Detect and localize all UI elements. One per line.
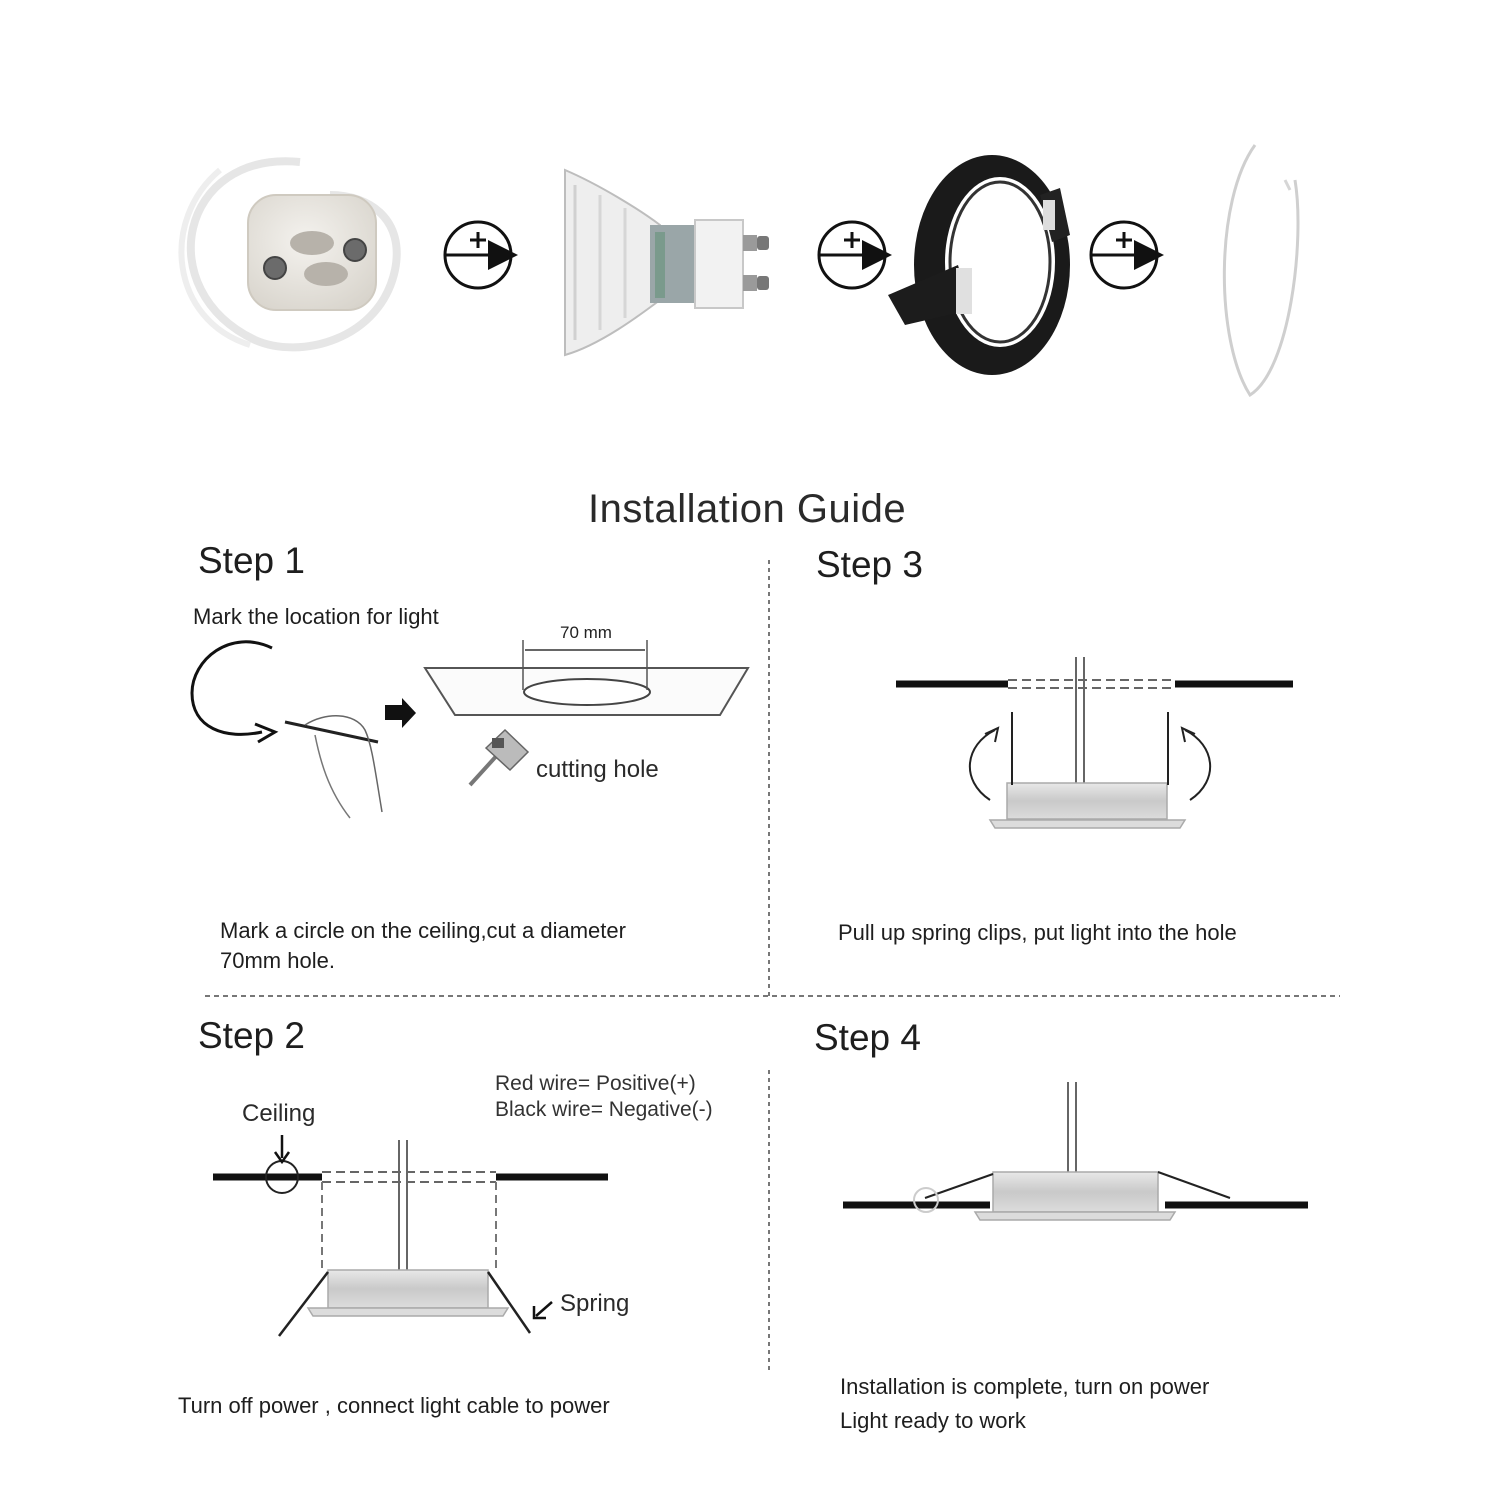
step3-heading: Step 3: [816, 544, 923, 585]
step1-instruction: Mark the location for light: [193, 604, 439, 629]
plus-arrow-icon: [1089, 220, 1164, 290]
spring-label: Spring: [560, 1290, 630, 1317]
step2-wiring-drawing: [213, 1135, 608, 1337]
cutting-tool-icon: [468, 728, 530, 787]
plus-arrow-icon: [817, 220, 892, 290]
trim-ring-icon: [888, 155, 1070, 375]
step3-insert-drawing: [896, 657, 1293, 829]
ceiling-label: Ceiling: [242, 1100, 316, 1127]
plus-arrow-icon: [443, 220, 518, 290]
gu10-socket-icon: [178, 157, 401, 352]
step4-installed-drawing: [843, 1082, 1308, 1221]
guide-title: Installation Guide: [588, 487, 907, 531]
ceiling-panel-drawing: [423, 640, 750, 716]
step3-description: Pull up spring clips, put light into the…: [838, 920, 1237, 945]
step1-dimension-label: 70 mm: [560, 623, 612, 642]
step1-heading: Step 1: [198, 540, 305, 581]
gu10-bulb-icon: [564, 168, 769, 357]
step4-description-line1: Installation is complete, turn on power: [840, 1374, 1210, 1399]
step1-description-line2: 70mm hole.: [220, 948, 335, 973]
step2-description: Turn off power , connect light cable to …: [178, 1393, 610, 1418]
step4-description-line2: Light ready to work: [840, 1408, 1026, 1433]
red-wire-label: Red wire= Positive(+): [495, 1072, 696, 1095]
step1-description-line1: Mark a circle on the ceiling,cut a diame…: [220, 918, 626, 943]
step4-heading: Step 4: [814, 1017, 921, 1058]
step1-marking-drawing: [190, 640, 416, 819]
black-wire-label: Black wire= Negative(-): [495, 1098, 713, 1121]
glass-cover-icon: [1222, 144, 1300, 398]
step2-heading: Step 2: [198, 1015, 305, 1056]
cutting-hole-label: cutting hole: [536, 756, 659, 783]
